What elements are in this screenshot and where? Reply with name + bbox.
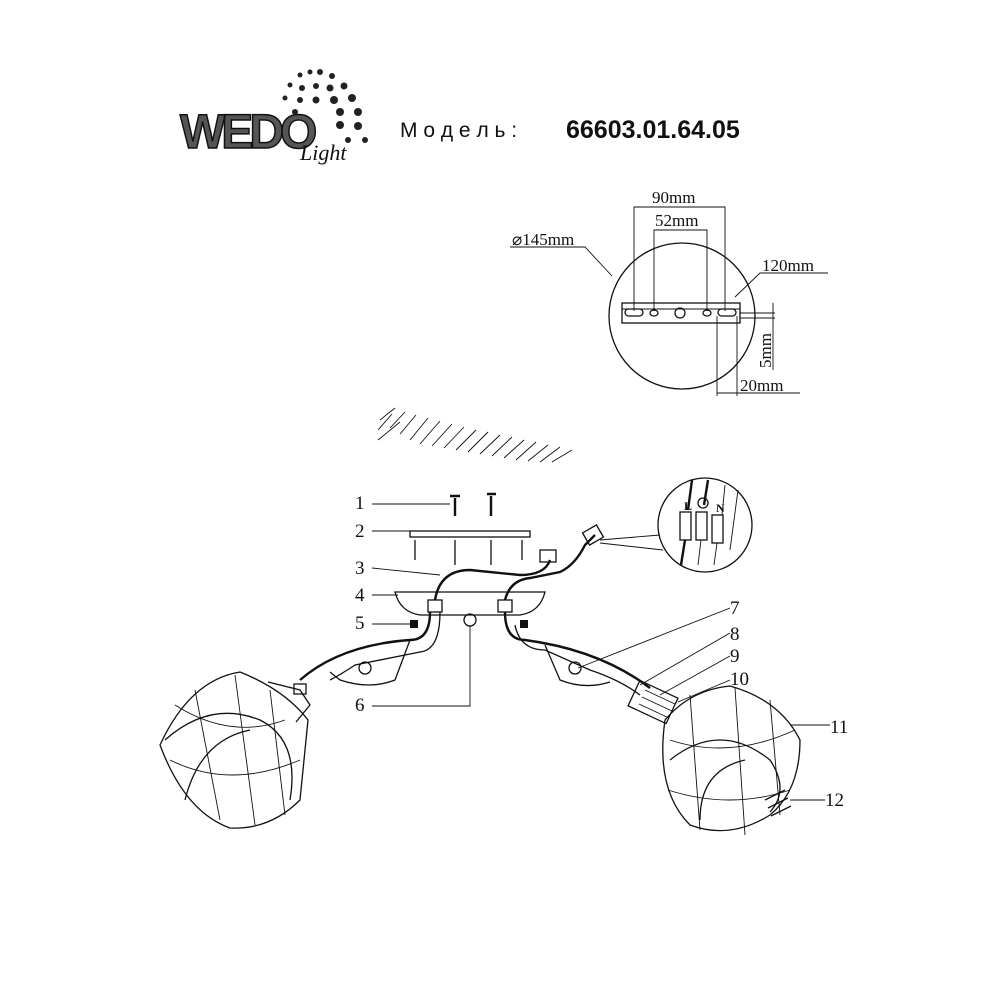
part-number-9: 9 (730, 646, 740, 667)
part-number-3: 3 (355, 558, 365, 579)
logo-sub-text: Light (299, 140, 347, 165)
part-number-10: 10 (730, 669, 749, 690)
part-number-11: 11 (830, 717, 848, 738)
logo-brand-text: WEDO (180, 106, 316, 159)
part-number-5: 5 (355, 613, 365, 634)
wiring-inset (599, 477, 753, 573)
wedo-logo: WEDO Light (179, 69, 368, 165)
part-number-7: 7 (730, 598, 740, 619)
leader-lines (371, 503, 830, 801)
dim-52: 52mm (655, 211, 698, 230)
left-lamp-shade (159, 671, 311, 829)
model-number: 66603.01.64.05 (566, 116, 740, 144)
part-number-1: 1 (355, 493, 365, 514)
dim-120: 120mm (762, 256, 814, 275)
part-number-8: 8 (730, 624, 740, 645)
dim-20: 20mm (740, 376, 783, 395)
model-label: М о д е л ь : (400, 119, 517, 142)
ceiling-mount-assembly (394, 492, 605, 628)
dim-90: 90mm (652, 188, 695, 207)
part-number-4: 4 (355, 585, 365, 606)
dim-5: 5mm (756, 333, 775, 368)
wire-live-label: L (684, 499, 692, 513)
lamp-arms (299, 611, 651, 696)
wire-neutral-label: N (716, 501, 725, 515)
ceiling-hatch (377, 407, 573, 463)
right-lamp-shade (627, 679, 801, 836)
part-number-6: 6 (355, 695, 365, 716)
part-number-12: 12 (825, 790, 844, 811)
mount-plate-drawing (510, 206, 828, 396)
part-number-2: 2 (355, 521, 365, 542)
dim-diameter: ⌀145mm (512, 230, 574, 249)
